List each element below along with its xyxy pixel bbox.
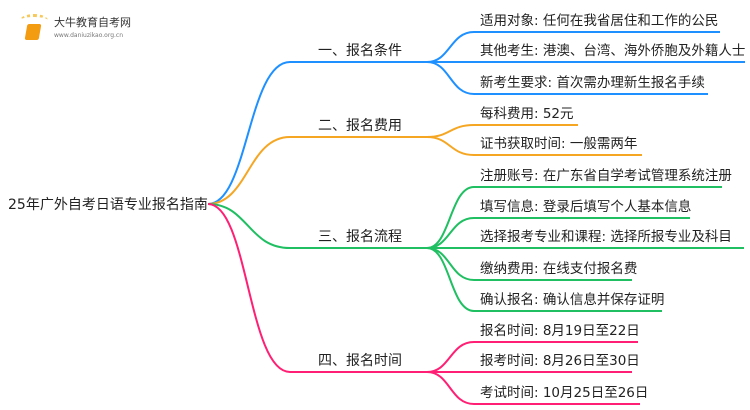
logo: 大牛教育自考网 www.daniuzikao.org.cn [18, 14, 138, 46]
leaf-topic[interactable]: 填写信息: 登录后填写个人基本信息 [480, 198, 691, 215]
leaf-connector [426, 61, 708, 95]
branch-connector [207, 203, 427, 373]
root-topic: 25年广外自考日语专业报名指南 [8, 197, 208, 213]
leaf-topic[interactable]: 报名时间: 8月19日至22日 [480, 323, 640, 339]
leaf-topic[interactable]: 适用对象: 任何在我省居住和工作的公民 [480, 13, 718, 29]
branch-connector [207, 61, 427, 205]
leaf-connector [426, 217, 690, 249]
logo-url: www.daniuzikao.org.cn [54, 32, 124, 39]
branch-topic[interactable]: 三、报名流程 [318, 229, 402, 245]
leaf-connector [426, 186, 722, 249]
branch-topic[interactable]: 二、报名费用 [318, 118, 402, 134]
leaf-topic[interactable]: 确认报名: 确认信息并保存证明 [480, 291, 664, 308]
leaf-topic[interactable]: 每科费用: 52元 [480, 106, 574, 122]
logo-name: 大牛教育自考网 [54, 16, 131, 29]
leaf-connector [426, 341, 638, 373]
logo-sun-icon [20, 14, 48, 27]
leaf-connector [426, 136, 642, 156]
branch-connector [207, 136, 427, 205]
leaf-connector [426, 247, 662, 312]
leaf-connector [426, 31, 720, 63]
leaf-topic[interactable]: 缴纳费用: 在线支付报名费 [480, 261, 637, 277]
branch-topic[interactable]: 四、报名时间 [318, 353, 402, 369]
leaf-topic[interactable]: 报考时间: 8月26日至30日 [480, 353, 640, 369]
leaf-connector [426, 371, 640, 405]
leaf-topic[interactable]: 新考生要求: 首次需办理新生报名手续 [480, 75, 705, 91]
branch-topic[interactable]: 一、报名条件 [318, 42, 402, 59]
leaf-topic[interactable]: 其他考生: 港澳、台湾、海外侨胞及外籍人士 [480, 42, 745, 59]
leaf-topic[interactable]: 注册账号: 在广东省自学考试管理系统注册 [480, 168, 732, 184]
leaf-topic[interactable]: 考试时间: 10月25日至26日 [480, 385, 648, 401]
leaf-topic[interactable]: 选择报考专业和课程: 选择所报专业及科目 [480, 229, 732, 245]
branch-connector [207, 203, 427, 249]
leaf-topic[interactable]: 证书获取时间: 一般需两年 [480, 136, 637, 152]
